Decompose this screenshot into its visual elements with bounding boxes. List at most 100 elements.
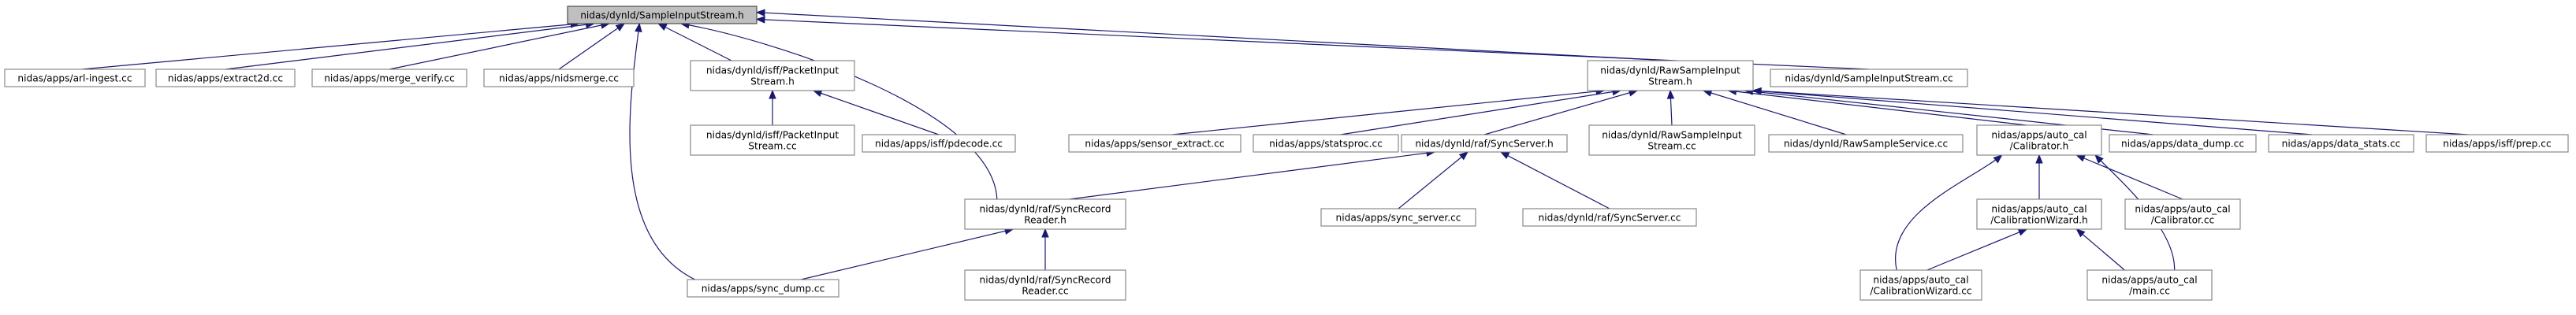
include-edge (225, 20, 595, 70)
include-edge (629, 22, 695, 280)
node-label-line: /CalibrationWizard.cc (1870, 286, 1971, 297)
node-box (964, 198, 1126, 230)
edge-line (2076, 228, 2125, 271)
dependent-file-node[interactable]: nidas/apps/sync_dump.cc (687, 279, 839, 298)
dependent-file-node[interactable]: nidas/apps/extract2d.cc (155, 69, 296, 87)
node-label-line: /Calibrator.cc (2151, 215, 2214, 226)
node-label-line: nidas/dynld/raf/SyncServer.cc (1538, 213, 1681, 224)
include-edge (2075, 228, 2125, 271)
dependent-file-node[interactable]: nidas/apps/statsproc.cc (1253, 134, 1399, 153)
edge-line (1483, 90, 1638, 135)
dependent-file-node[interactable]: nidas/apps/auto_cal/main.cc (2086, 269, 2213, 301)
dependent-file-node[interactable]: nidas/apps/auto_cal/Calibrator.h (1976, 124, 2102, 156)
edge-arrowhead (2094, 154, 2104, 164)
dependent-file-node[interactable]: nidas/apps/data_dump.cc (2109, 134, 2257, 153)
node-label-line: nidas/dynld/raf/SyncRecord (979, 204, 1111, 215)
node-label-line: nidas/dynld/raf/SyncRecord (979, 275, 1111, 286)
edge-line (1398, 151, 1469, 209)
node-label-line: nidas/dynld/isff/PacketInput (706, 65, 839, 76)
dependent-file-node[interactable]: nidas/apps/arl-ingest.cc (4, 69, 146, 87)
dependent-file-node[interactable]: nidas/apps/auto_cal/Calibrator.cc (2124, 198, 2241, 230)
include-edge (389, 21, 611, 70)
node-layer: nidas/dynld/SampleInputStream.h nidas/app… (4, 6, 2569, 301)
node-box (690, 124, 855, 156)
edge-arrowhead (2017, 228, 2028, 236)
dependent-file-node[interactable]: nidas/dynld/raf/SyncServer.cc (1522, 208, 1697, 227)
edge-arrowhead (1666, 89, 1675, 99)
node-label-line: nidas/apps/auto_cal (2101, 275, 2197, 286)
node-box (690, 60, 855, 91)
dependent-file-node[interactable]: nidas/apps/data_stats.cc (2268, 134, 2414, 153)
dependent-file-node[interactable]: nidas/dynld/RawSampleService.cc (1768, 134, 1964, 153)
node-label-line: nidas/apps/sensor_extract.cc (1085, 139, 1224, 150)
edge-line (813, 90, 940, 135)
node-label-line: nidas/dynld/SampleInputStream.h (580, 10, 744, 21)
dependent-file-node[interactable]: nidas/apps/isff/pdecode.cc (862, 134, 1016, 153)
dependent-file-node[interactable]: nidas/apps/auto_cal/CalibrationWizard.cc (1859, 269, 1982, 301)
edge-arrowhead (1993, 154, 2003, 164)
edge-line (1171, 90, 1605, 135)
edge-arrowhead (769, 89, 776, 99)
dependent-file-node[interactable]: nidas/apps/merge_verify.cc (311, 69, 467, 87)
include-edge (1894, 154, 2003, 271)
include-edge (755, 9, 1671, 61)
dependent-file-node[interactable]: nidas/apps/nidsmerge.cc (483, 69, 635, 87)
node-box (964, 269, 1126, 301)
node-label-line: /main.cc (2129, 286, 2170, 297)
node-label-line: nidas/apps/sync_dump.cc (702, 284, 825, 295)
node-label-line: Stream.cc (748, 141, 796, 152)
node-box (1068, 134, 1241, 153)
edge-line (1500, 151, 1610, 209)
dependent-file-node[interactable]: nidas/apps/sensor_extract.cc (1068, 134, 1241, 153)
dependent-file-node[interactable]: nidas/apps/isff/prep.cc (2425, 134, 2569, 153)
node-box (1253, 134, 1399, 153)
node-label-line: Stream.cc (1647, 141, 1696, 152)
include-edge (1666, 89, 1675, 126)
node-box (1768, 134, 1964, 153)
node-box (687, 279, 839, 298)
include-edge (1340, 87, 1622, 135)
edge-arrowhead (1751, 87, 1762, 95)
node-box (1522, 208, 1697, 227)
node-label-line: nidas/dynld/isff/PacketInput (706, 130, 839, 141)
node-label-line: nidas/apps/merge_verify.cc (324, 73, 455, 84)
edge-arrowhead (657, 23, 668, 31)
node-label-line: nidas/apps/auto_cal (1873, 275, 1968, 286)
edge-arrowhead (615, 23, 626, 32)
edge-line (629, 23, 695, 280)
edge-line (1752, 90, 2470, 135)
edge-line (2076, 154, 2183, 200)
node-label-line: /CalibrationWizard.h (1990, 215, 2088, 226)
edge-line (800, 228, 1014, 280)
edge-arrowhead (2075, 228, 2086, 238)
node-box (1401, 134, 1568, 153)
edge-line (657, 23, 732, 61)
node-label-line: nidas/apps/auto_cal (2135, 204, 2230, 215)
node-label-line: nidas/apps/arl-ingest.cc (17, 73, 132, 84)
root-header-node[interactable]: nidas/dynld/SampleInputStream.h (567, 6, 758, 24)
include-edge (1171, 87, 1606, 135)
edge-line (1703, 90, 1847, 135)
node-label-line: Stream.h (1648, 76, 1692, 87)
edge-arrowhead (2075, 154, 2086, 162)
node-label-line: nidas/apps/extract2d.cc (168, 73, 283, 84)
dependent-file-node[interactable]: nidas/apps/auto_cal/CalibrationWizard.h (1976, 198, 2102, 230)
include-edge (679, 21, 998, 200)
node-box (2109, 134, 2257, 153)
node-label-line: nidas/apps/statsproc.cc (1269, 139, 1383, 150)
include-edge (1926, 228, 2028, 271)
dependent-file-node[interactable]: nidas/dynld/raf/SyncServer.h (1401, 134, 1568, 153)
node-box (1859, 269, 1982, 301)
dependent-file-node[interactable]: nidas/dynld/SampleInputStream.cc (1770, 69, 1968, 87)
dependent-file-node[interactable]: nidas/apps/sync_server.cc (1320, 208, 1476, 227)
edge-line (389, 23, 609, 70)
edge-arrowhead (812, 90, 823, 97)
node-box (1976, 198, 2102, 230)
